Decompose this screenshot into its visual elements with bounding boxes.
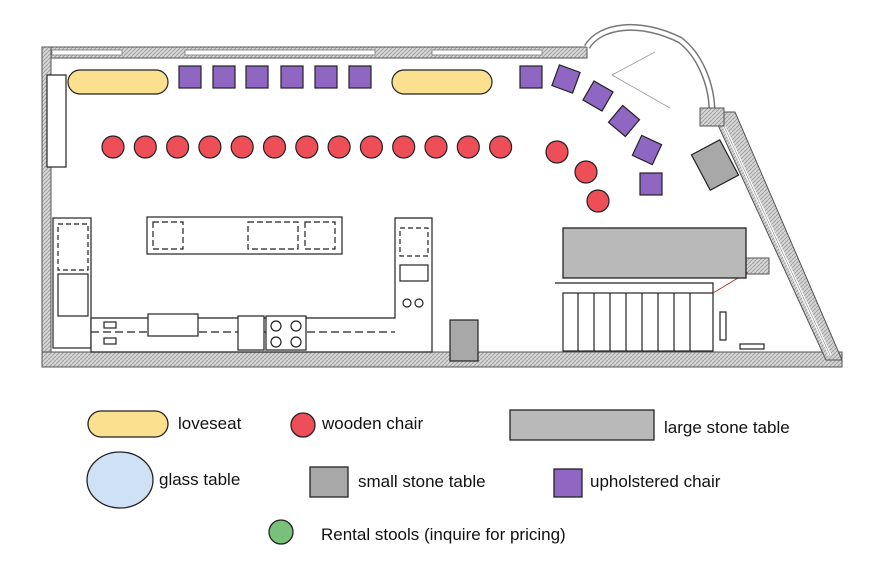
upholstered-chair bbox=[280, 65, 304, 89]
window-top-right bbox=[431, 49, 543, 56]
wooden-chair bbox=[262, 135, 287, 159]
legend-swatch-upholstered-chair bbox=[553, 468, 583, 498]
wooden-chair bbox=[166, 135, 190, 159]
wooden-chair bbox=[133, 135, 157, 159]
column-right bbox=[744, 257, 770, 275]
legend-label-wooden-chair: wooden chair bbox=[322, 414, 424, 433]
legend-label-large-stone-table: large stone table bbox=[664, 418, 790, 437]
upholstered-chair bbox=[639, 172, 663, 196]
wooden-chair bbox=[327, 135, 351, 159]
upholstered-chair bbox=[348, 65, 372, 89]
staircase bbox=[562, 292, 714, 352]
legend-swatch-loveseat bbox=[87, 410, 169, 438]
wooden-chair bbox=[295, 135, 319, 159]
upholstered-chair bbox=[631, 134, 663, 166]
large-stone-table bbox=[562, 227, 747, 279]
wooden-chair bbox=[424, 135, 448, 159]
column-upper-right bbox=[699, 107, 725, 127]
wooden-chair bbox=[574, 160, 598, 184]
upholstered-chair bbox=[212, 65, 236, 89]
legend-swatch-rental-stool bbox=[268, 519, 294, 545]
upholstered-chair bbox=[607, 104, 641, 138]
legend-label-upholstered-chair: upholstered chair bbox=[590, 472, 721, 491]
wooden-chair bbox=[456, 135, 480, 159]
upholstered-chair bbox=[178, 65, 202, 89]
legend-swatch-wooden-chair bbox=[290, 412, 316, 438]
legend-label-loveseat: loveseat bbox=[178, 414, 242, 433]
wooden-chair bbox=[586, 189, 610, 213]
wooden-chair bbox=[392, 135, 416, 159]
wooden-chair bbox=[545, 140, 569, 164]
legend-swatch-large-stone-table bbox=[509, 409, 655, 441]
walls bbox=[41, 23, 843, 368]
window-top-mid bbox=[184, 49, 376, 56]
furniture bbox=[67, 64, 747, 362]
upholstered-chair bbox=[551, 64, 581, 94]
wooden-chair bbox=[198, 135, 222, 159]
wooden-chair bbox=[489, 135, 513, 159]
small-stone-table bbox=[449, 319, 479, 362]
upholstered-chair bbox=[582, 80, 614, 112]
legend-swatch-glass-table bbox=[86, 451, 154, 509]
wooden-chair bbox=[101, 135, 125, 159]
kitchen-island bbox=[146, 216, 343, 255]
wall-bottom bbox=[41, 351, 843, 368]
loveseat bbox=[67, 69, 169, 95]
legend-label-small-stone-table: small stone table bbox=[358, 472, 486, 491]
wooden-chair bbox=[359, 135, 383, 159]
window-top-left bbox=[51, 49, 123, 56]
built-ins bbox=[46, 74, 765, 353]
left-bench bbox=[46, 74, 67, 168]
upholstered-chair bbox=[519, 65, 543, 89]
legend-label-rental-stools: Rental stools (inquire for pricing) bbox=[321, 525, 566, 544]
legend-label-glass-table: glass table bbox=[159, 470, 241, 489]
upholstered-chair bbox=[314, 65, 338, 89]
door-swing bbox=[611, 51, 671, 109]
upholstered-chair bbox=[245, 65, 269, 89]
legend-swatch-small-stone-table bbox=[309, 466, 349, 498]
small-stone-table bbox=[690, 139, 740, 191]
loveseat bbox=[391, 69, 493, 95]
left-cabinet bbox=[52, 217, 92, 349]
wooden-chair bbox=[230, 135, 254, 159]
